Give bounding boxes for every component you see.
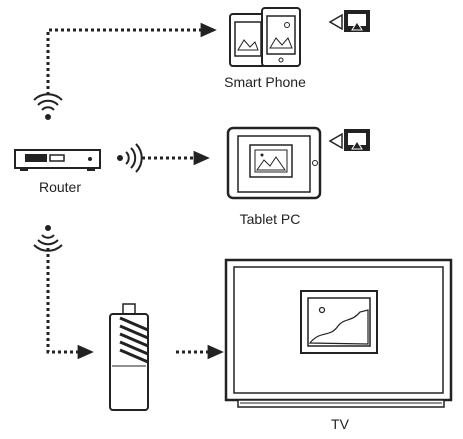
router-device: [14, 149, 101, 171]
wifi-signal-icon-up: [33, 93, 63, 120]
smart-phone-devices: [229, 7, 301, 67]
wifi-signal-icon-right: [117, 143, 143, 173]
tv-label: TV: [331, 416, 350, 432]
hdmi-dongle-device: [109, 303, 149, 411]
router-to-dongle-connection: [46, 248, 94, 360]
smart-phone-label: Smart Phone: [224, 74, 306, 90]
wifi-signal-icon-down: [33, 225, 63, 252]
router-label: Router: [39, 179, 81, 195]
airplay-icon-phone: [328, 10, 370, 32]
tablet-pc-device: [226, 126, 322, 200]
airplay-icon-tablet: [328, 129, 370, 151]
tv-device: [224, 258, 453, 408]
tablet-pc-label: Tablet PC: [240, 211, 301, 227]
router-to-phone-connection: [46, 22, 217, 95]
